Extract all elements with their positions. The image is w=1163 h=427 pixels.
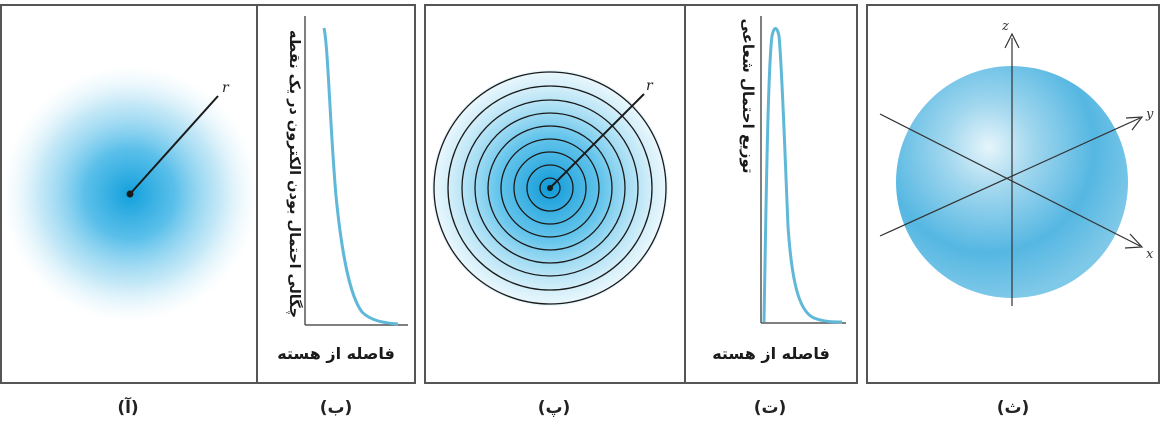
- radius-label: r: [646, 78, 654, 94]
- x-axis-arrow: [1124, 233, 1144, 249]
- y-axis-arrow: [1125, 116, 1144, 131]
- panel-t-radial-graph: توزیع احتمال شعاعی فاصله از هسته: [684, 4, 858, 384]
- y-axis-label: y: [1145, 107, 1154, 122]
- z-axis-label: z: [1001, 19, 1009, 34]
- shell-rings: [433, 71, 667, 305]
- radius-line: [129, 95, 219, 195]
- caption-s: (ث): [996, 398, 1030, 418]
- panel-p-shells: r: [424, 4, 686, 384]
- caption-a: (آ): [117, 398, 139, 418]
- radius-label: r: [222, 80, 230, 96]
- shells-illustration: r: [432, 70, 668, 306]
- y-axis: [879, 117, 1141, 237]
- panel-a-cloud: r: [0, 4, 258, 384]
- caption-p: (پ): [537, 398, 571, 418]
- panel-s-sphere: z y x: [866, 4, 1160, 384]
- radius-line: [549, 93, 645, 189]
- x-axis-label: فاصله از هسته: [277, 344, 395, 363]
- x-axis: [879, 113, 1141, 247]
- sphere-illustration: z y x: [879, 19, 1154, 306]
- nucleus-dot: [126, 190, 134, 198]
- panel-b-density-graph: چگالی احتمال بودن الکترون در یک نقطه فاص…: [256, 4, 416, 384]
- nucleus-dot: [547, 185, 553, 191]
- density-graph: چگالی احتمال بودن الکترون در یک نقطه فاص…: [277, 16, 408, 363]
- x-axis-label: فاصله از هسته: [712, 344, 830, 363]
- caption-t: (ت): [753, 398, 787, 418]
- radial-curve: [762, 27, 843, 324]
- cloud-illustration: r: [2, 66, 258, 322]
- radial-graph: توزیع احتمال شعاعی فاصله از هسته: [712, 16, 846, 363]
- caption-b: (ب): [319, 398, 353, 418]
- y-axis-label: توزیع احتمال شعاعی: [739, 18, 757, 173]
- y-axis-label: چگالی احتمال بودن الکترون در یک نقطه: [286, 30, 304, 318]
- density-curve: [322, 27, 399, 326]
- z-axis-arrow: [1004, 32, 1020, 49]
- x-axis-label: x: [1146, 247, 1154, 262]
